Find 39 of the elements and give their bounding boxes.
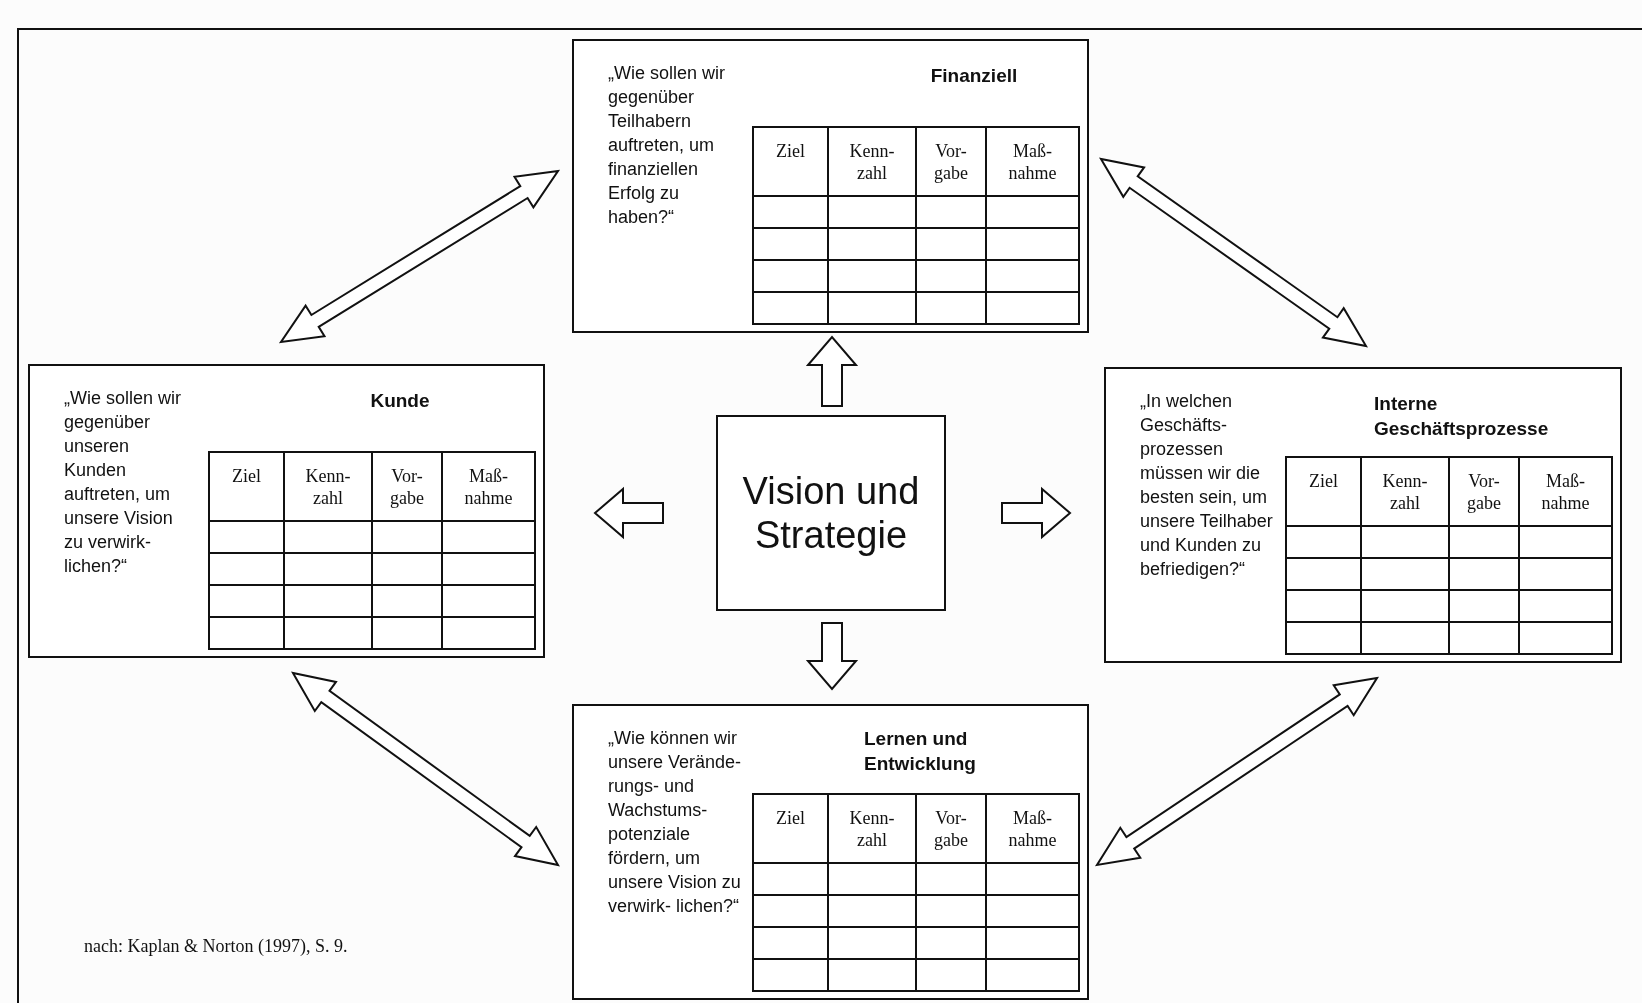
guiding-question: „Wie sollen wir gegenüber Teilhabern auftreten, um finanziellen Erfolg zu haben?“ [608,62,727,229]
center-title: Vision und Strategie [741,469,921,557]
column-header: Maß- nahme [442,452,535,521]
column-header: Vor- gabe [372,452,442,521]
source-note: nach: Kaplan & Norton (1997), S. 9. [84,936,348,957]
column-header: Maß- nahme [986,127,1079,196]
double-block-arrow [291,671,560,867]
column-header: Ziel [753,127,828,196]
perspective-heading: Interne Geschäftsprozesse [1374,392,1550,441]
guiding-question: „Wie können wir unsere Verände- rungs- und Wachstums- potenziale fördern, um unsere Vision zu verwirk- lichen?“ [608,727,743,918]
center-box [716,415,946,611]
guiding-question: „Wie sollen wir gegenüber unseren Kunden auftreten, um unsere Vision zu verwirk- lichen?“ [64,387,183,578]
block-arrow [1001,486,1072,540]
perspective-heading: Finanziell [929,64,1019,88]
column-header: Kenn- zahl [828,127,916,196]
column-header: Vor- gabe [1449,457,1519,526]
block-arrow [593,486,664,540]
perspective-box [28,364,545,658]
column-header: Ziel [1286,457,1361,526]
double-block-arrow [1099,157,1368,348]
perspective-box [572,39,1089,333]
perspective-heading: Kunde [369,389,431,413]
column-header: Maß- nahme [986,794,1079,863]
column-header: Kenn- zahl [1361,457,1449,526]
column-header: Vor- gabe [916,127,986,196]
column-header: Kenn- zahl [284,452,372,521]
column-header: Ziel [753,794,828,863]
double-block-arrow [1094,676,1380,867]
column-header: Kenn- zahl [828,794,916,863]
perspective-heading: Lernen und Entwicklung [864,727,977,776]
perspective-box [572,704,1089,1000]
column-header: Maß- nahme [1519,457,1612,526]
block-arrow [805,335,859,407]
guiding-question: „In welchen Geschäfts- prozessen müssen wir die besten sein, um unsere Teilhaber und Kunden zu befriedigen?“ [1140,390,1274,581]
block-arrow [805,622,859,691]
double-block-arrow [278,169,561,344]
column-header: Ziel [209,452,284,521]
perspective-box [1104,367,1622,663]
column-header: Vor- gabe [916,794,986,863]
